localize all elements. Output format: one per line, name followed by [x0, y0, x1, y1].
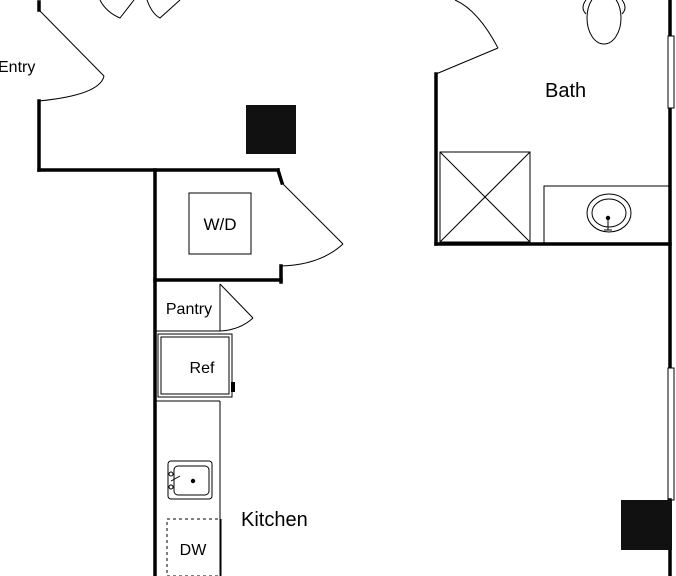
room-label-entry: Entry — [0, 59, 35, 76]
wd-closet-door[interactable] — [280, 182, 344, 267]
pantry — [156, 284, 221, 332]
room-label-wd: W/D — [203, 215, 236, 234]
kitchen-sink — [167, 460, 213, 500]
room-label-bath: Bath — [545, 80, 586, 102]
structural-column — [621, 500, 672, 550]
bath-walls — [434, 0, 672, 370]
bath-door[interactable] — [435, 0, 499, 75]
entry-walls — [37, 0, 285, 186]
bath-sink — [586, 193, 632, 233]
washer-dryer — [188, 192, 252, 255]
vanity — [543, 185, 671, 245]
entry-door[interactable] — [38, 9, 105, 102]
window-right — [667, 367, 675, 501]
room-label-ref: Ref — [190, 360, 215, 377]
room-label-pantry: Pantry — [166, 301, 212, 318]
dishwasher — [166, 518, 222, 576]
wd-closet-walls — [153, 168, 283, 576]
toilet — [582, 0, 626, 45]
pantry-door[interactable] — [219, 283, 254, 332]
kitchen-counter — [156, 400, 221, 576]
refrigerator — [157, 333, 235, 398]
window-bath — [667, 35, 675, 109]
structural-column — [246, 105, 296, 154]
label-dw: DW — [180, 542, 208, 559]
top-double-door[interactable] — [99, 0, 181, 19]
shower — [439, 151, 531, 243]
room-label-kitchen: Kitchen — [241, 509, 308, 531]
